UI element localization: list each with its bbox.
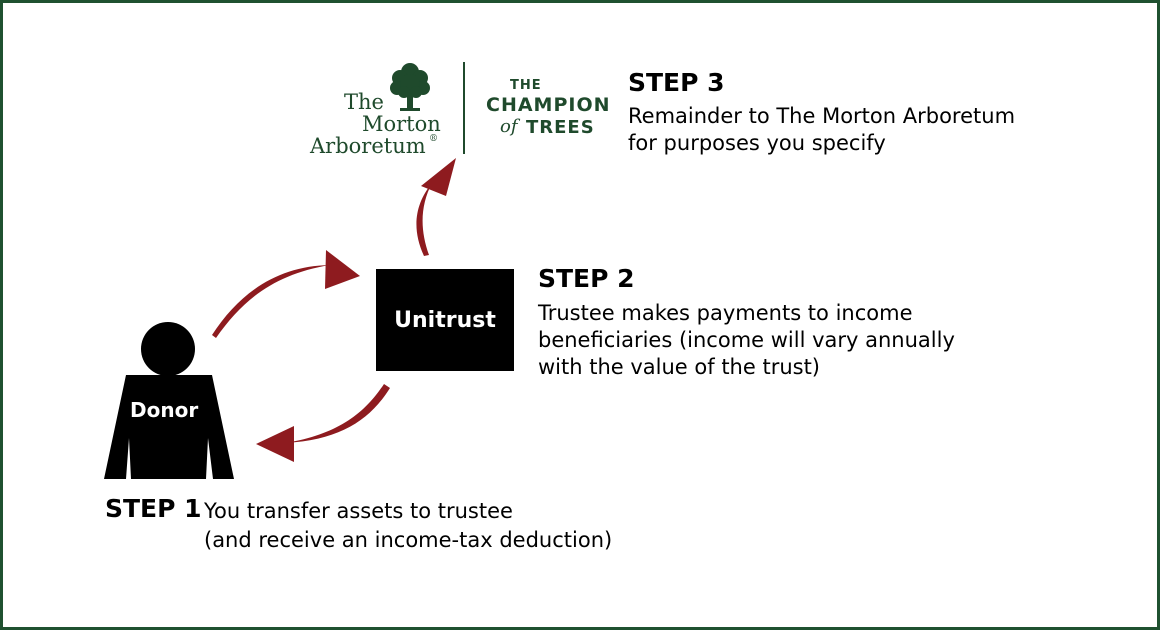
logo-the: The bbox=[344, 90, 384, 114]
logo-divider bbox=[463, 62, 465, 154]
donor-label: Donor bbox=[130, 398, 199, 422]
champion-trees: TREES bbox=[526, 117, 595, 138]
step3-line1: Remainder to The Morton Arboretum bbox=[628, 104, 1016, 128]
champion-word: CHAMPION bbox=[486, 94, 611, 116]
logo-arboretum: Arboretum bbox=[310, 134, 426, 158]
step2-line3: with the value of the trust) bbox=[538, 355, 821, 379]
step1-title: STEP 1 bbox=[105, 494, 202, 523]
step2-line2: beneficiaries (income will vary annually bbox=[538, 328, 955, 352]
step1-line2: (and receive an income-tax deduction) bbox=[204, 528, 613, 552]
unitrust-label: Unitrust bbox=[394, 307, 496, 333]
arrowhead-unitrust-to-donor bbox=[256, 426, 294, 462]
step3-line2: for purposes you specify bbox=[628, 131, 886, 155]
step3-title: STEP 3 bbox=[628, 68, 725, 97]
donor-person-icon bbox=[104, 322, 234, 479]
logo-registered-mark: ® bbox=[429, 134, 438, 144]
step2-line1: Trustee makes payments to income bbox=[538, 301, 913, 325]
arrow-unitrust-to-donor bbox=[286, 384, 390, 443]
arrowhead-unitrust-to-arboretum bbox=[421, 158, 456, 196]
arrow-donor-to-unitrust bbox=[212, 265, 330, 338]
logo-morton: Morton bbox=[362, 112, 441, 136]
morton-arboretum-logo: The Morton Arboretum ® bbox=[300, 58, 470, 158]
champion-the: THE bbox=[510, 78, 542, 93]
step1-line1: You transfer assets to trustee bbox=[204, 499, 513, 523]
arrowhead-donor-to-unitrust bbox=[325, 250, 360, 289]
oak-tree-icon bbox=[390, 63, 430, 111]
arrow-unitrust-to-arboretum bbox=[416, 183, 432, 256]
unitrust-box: Unitrust bbox=[376, 269, 514, 371]
champion-of-trees-logo: THE CHAMPION of TREES bbox=[478, 78, 618, 142]
champion-of: of bbox=[500, 116, 518, 137]
step2-title: STEP 2 bbox=[538, 264, 635, 293]
